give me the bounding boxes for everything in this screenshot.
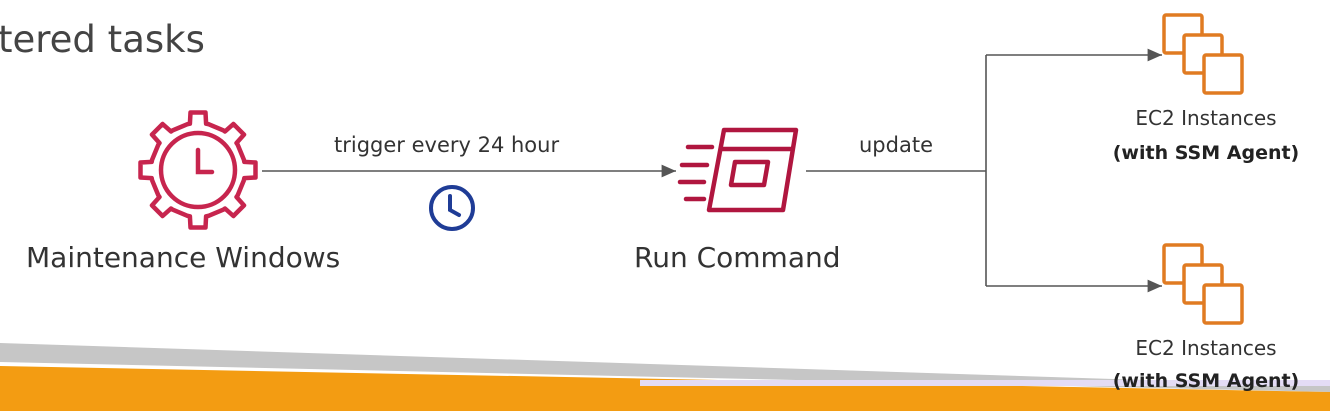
footer-orange-stripe (0, 366, 1330, 411)
ec2-top-subtitle: (with SSM Agent) (1112, 142, 1300, 164)
slide-heading: tered tasks (0, 18, 205, 61)
gear-outline (138, 110, 258, 230)
ec2-top-title: EC2 Instances (1135, 106, 1277, 130)
ec2-bottom-subtitle: (with SSM Agent) (1112, 370, 1300, 392)
run-command-label: Run Command (634, 241, 841, 274)
trigger-edge-label: trigger every 24 hour (334, 133, 560, 157)
update-edge-label: update (859, 133, 933, 157)
footer-lavender-stripe (640, 380, 1330, 386)
ec2-bottom-title: EC2 Instances (1135, 336, 1277, 360)
maintenance-windows-label: Maintenance Windows (26, 241, 341, 274)
footer-gray-stripe (0, 343, 1330, 392)
